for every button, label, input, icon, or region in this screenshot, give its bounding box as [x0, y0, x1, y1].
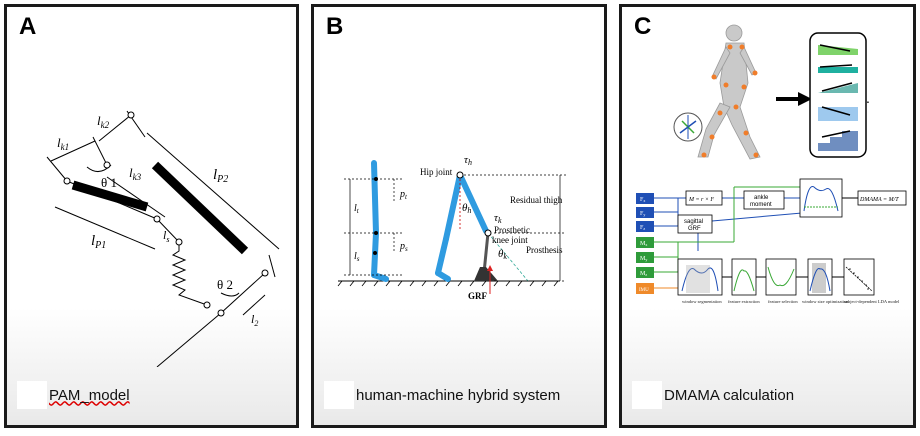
- panel-label-a: A: [19, 13, 37, 40]
- input-fz: Fz: [640, 225, 645, 231]
- label-tau-k: τk: [494, 212, 502, 225]
- sagittal-1: sagittal: [684, 219, 703, 225]
- panel-b: B: [311, 4, 607, 428]
- svg-text:.: .: [866, 90, 870, 106]
- label-lp2: lP2: [213, 167, 228, 185]
- label-lk1: lk1: [57, 135, 69, 152]
- label-l-t: lt: [354, 203, 360, 215]
- signal-icons: [818, 44, 858, 151]
- label-residual-thigh: Residual thigh: [510, 195, 563, 205]
- caption-box: [632, 381, 662, 409]
- input-imu: IMU: [639, 288, 649, 293]
- label-tau-h: τh: [464, 154, 472, 167]
- label-theta-h: θh: [462, 202, 471, 215]
- label-hip-joint: Hip joint: [420, 167, 453, 177]
- ankle-moment-1: ankle: [754, 195, 769, 201]
- caption-a: PAM_model: [17, 381, 130, 409]
- label-lp1: lP1: [91, 233, 106, 251]
- input-my: My: [640, 256, 647, 262]
- dmama-formula: DMAMA = M/T: [859, 197, 899, 203]
- caption-text-c: DMAMA calculation: [664, 386, 795, 404]
- label-grf: GRF: [468, 291, 488, 301]
- human-machine-diagram: τh Hip joint Residual thigh τk Prostheti…: [337, 154, 566, 301]
- pam-model-diagram: lk1 lk2 lk3 θ 1 lP1 lP2 ls θ 2 l2: [46, 110, 280, 367]
- input-mx: Mx: [640, 241, 647, 247]
- sagittal-2: GRF: [688, 226, 701, 232]
- panel-c: C: [619, 4, 916, 428]
- caption-box: [324, 381, 354, 409]
- step-window-size-optimization: window size optimization: [802, 299, 849, 304]
- step-window-segmentation: window segmentation: [682, 299, 722, 304]
- label-lk2: lk2: [97, 113, 110, 130]
- label-knee-joint: knee joint: [492, 235, 528, 245]
- formula-moment: M = r × F: [688, 197, 714, 203]
- label-p-t: pt: [399, 189, 408, 201]
- label-theta2: θ 2: [217, 277, 233, 292]
- caption-c: DMAMA calculation: [632, 381, 794, 409]
- label-prosthesis: Prosthesis: [526, 245, 563, 255]
- input-fy: Fy: [640, 211, 645, 217]
- input-fx: Fx: [640, 197, 645, 203]
- label-l-s: ls: [354, 251, 360, 263]
- step-feature-selection: feature selection: [768, 299, 798, 304]
- panel-label-c: C: [634, 13, 652, 40]
- walking-figure: [697, 24, 761, 160]
- caption-b: human-machine hybrid system: [324, 381, 560, 409]
- label-l2: l2: [251, 312, 258, 328]
- label-prosthetic: Prosthetic: [494, 225, 530, 235]
- panel-label-b: B: [326, 13, 344, 40]
- input-mz: Mz: [640, 271, 647, 277]
- label-theta1: θ 1: [101, 175, 117, 190]
- ankle-moment-2: moment: [750, 202, 772, 208]
- input-blocks: [636, 193, 654, 294]
- label-lk3: lk3: [129, 165, 142, 182]
- caption-text-a: PAM_model: [49, 386, 130, 404]
- step-lda-model: subject-dependent LDA model: [844, 299, 900, 304]
- label-theta-k: θk: [498, 248, 507, 261]
- label-p-s: ps: [399, 241, 408, 253]
- panel-a: A: [4, 4, 299, 428]
- caption-text-b: human-machine hybrid system: [356, 386, 561, 404]
- step-feature-extraction: feature extraction: [728, 299, 760, 304]
- dmama-diagram: . Fx Fy Fz Mx My Mz IMU: [636, 24, 907, 304]
- caption-box: [17, 381, 47, 409]
- label-ls: ls: [163, 228, 169, 244]
